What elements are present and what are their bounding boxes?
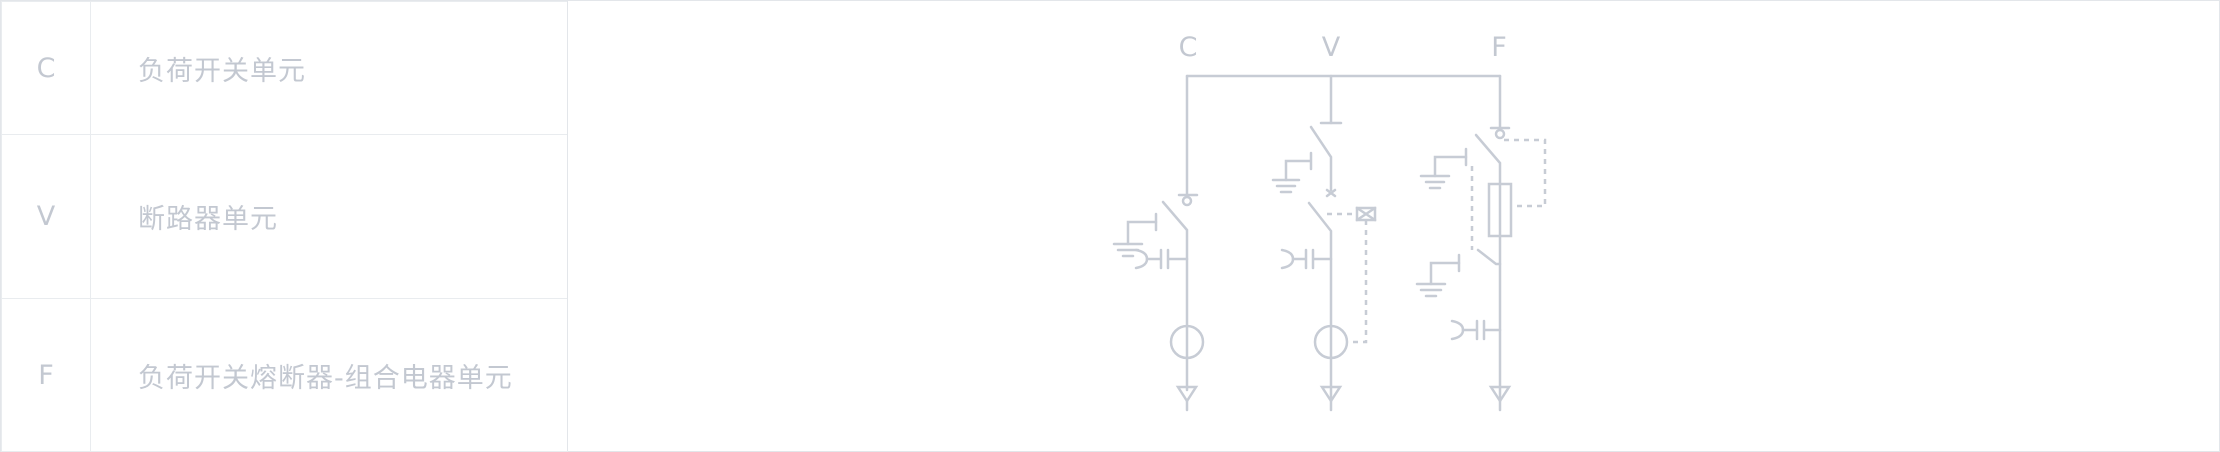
unit-f-disconnect-contact-icon (1494, 128, 1506, 140)
legend-row-c: C 负荷开关单元 (1, 1, 568, 135)
unit-c-earth-switch-arm (1126, 220, 1158, 246)
unit-v-capacitor-icon (1291, 248, 1333, 270)
panel-divider (567, 1, 568, 451)
unit-v-relay-link (1348, 220, 1368, 344)
unit-f-ground-top-icon (1419, 174, 1451, 190)
unit-c-schematic (1112, 74, 1205, 412)
unit-f-earth-switch-top-arm (1433, 155, 1468, 178)
unit-c-cable-terminal-icon (1175, 385, 1199, 404)
legend-code-f: F (1, 298, 91, 452)
unit-label-c: C (1179, 32, 1198, 63)
unit-v-schematic (1271, 74, 1377, 412)
unit-c-capacitor-icon (1145, 248, 1189, 270)
unit-v-disconnector-blade (1309, 125, 1333, 192)
unit-f-load-switch-blade (1474, 133, 1502, 186)
unit-f-schematic (1415, 74, 1547, 412)
unit-v-trip-coil-cross (1355, 206, 1377, 222)
unit-v-indicator-arc-icon (1280, 248, 1295, 270)
unit-v-breaker-blade (1307, 201, 1333, 412)
unit-v-ground-icon (1271, 178, 1301, 194)
unit-v-current-transformer-icon (1313, 324, 1349, 360)
unit-label-v: V (1322, 32, 1341, 63)
unit-c-load-switch-blade (1161, 200, 1189, 392)
unit-f-cable-terminal-icon (1488, 385, 1512, 404)
unit-c-ground-icon (1112, 242, 1144, 258)
unit-v-breaker-contact-icon (1325, 188, 1337, 198)
legend-row-f: F 负荷开关熔断器-组合电器单元 (1, 298, 568, 452)
unit-label-f: F (1491, 32, 1507, 63)
legend-desc-c: 负荷开关单元 (90, 1, 568, 135)
legend-desc-v: 断路器单元 (90, 134, 568, 299)
unit-c-disconnect-contact-icon (1181, 195, 1193, 207)
unit-c-indicator-arc-icon (1134, 248, 1149, 270)
unit-f-indicator-arc-icon (1450, 319, 1465, 341)
unit-f-striker-link (1504, 138, 1547, 208)
unit-f-earth-switch-bottom-blade (1476, 248, 1502, 266)
unit-f-capacitor-icon (1461, 319, 1502, 341)
unit-f-earth-switch-bottom-arm (1429, 261, 1461, 286)
legend-row-v: V 断路器单元 (1, 134, 568, 299)
unit-c-current-transformer-icon (1169, 324, 1205, 360)
unit-f-ground-bottom-icon (1415, 282, 1447, 298)
unit-v-cable-terminal-icon (1319, 385, 1343, 404)
legend-desc-f: 负荷开关熔断器-组合电器单元 (90, 298, 568, 452)
unit-legend-table: C 负荷开关单元 V 断路器单元 F 负荷开关熔断器-组合电器单元 (1, 1, 568, 452)
legend-code-v: V (1, 134, 91, 299)
unit-v-earth-switch-arm (1284, 159, 1312, 182)
